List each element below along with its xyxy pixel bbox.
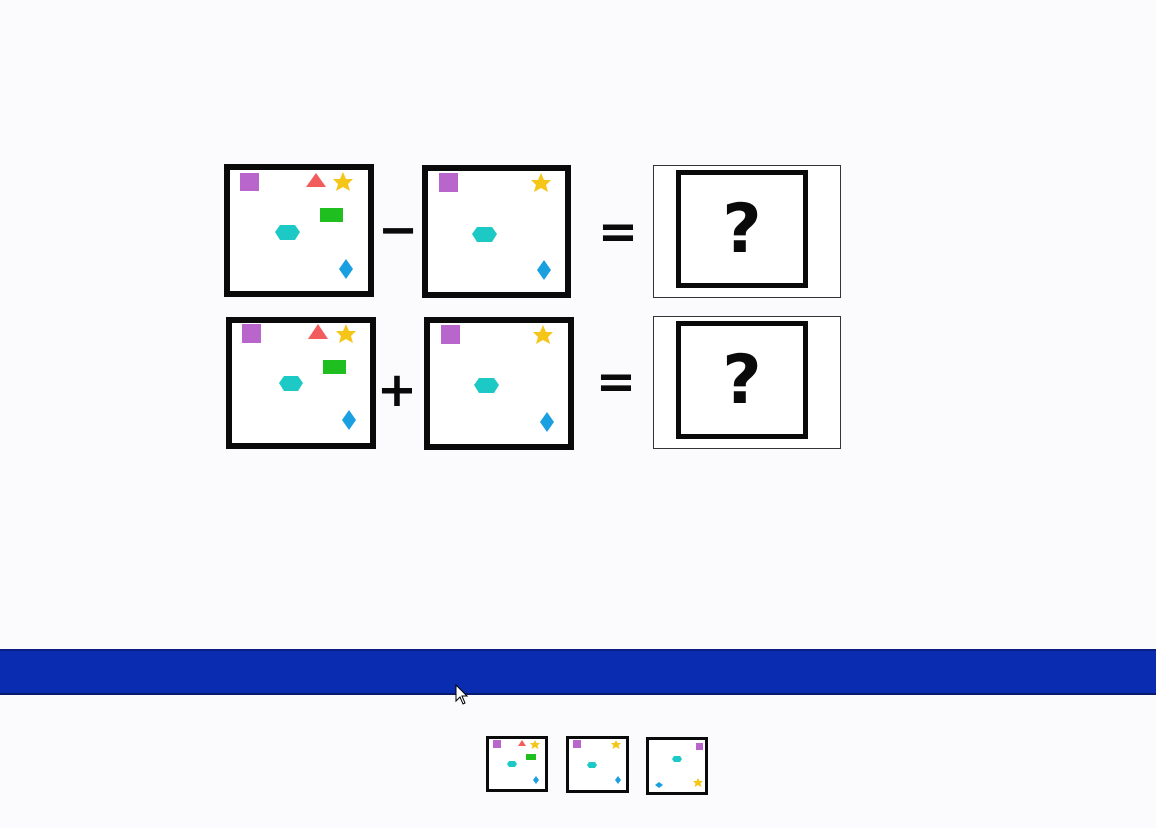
blue-diamond-icon: [533, 776, 539, 784]
blue-diamond-icon: [342, 410, 356, 430]
question-mark-box: ?: [676, 170, 808, 288]
purple-square-icon: [696, 743, 703, 750]
green-rectangle-icon: [323, 360, 346, 374]
cyan-hexagon-icon: [507, 761, 517, 767]
red-triangle-icon: [518, 740, 526, 746]
purple-square-icon: [573, 740, 581, 748]
cyan-hexagon-icon: [474, 378, 499, 393]
plus-operator: +: [376, 362, 418, 418]
equation-2-operand-b: [424, 317, 574, 450]
yellow-star-icon: [336, 324, 356, 343]
green-rectangle-icon: [526, 754, 536, 760]
equation-1-operand-b: [422, 165, 571, 298]
answer-slot-2[interactable]: ?: [653, 316, 841, 449]
purple-square-icon: [493, 740, 501, 748]
cyan-hexagon-icon: [279, 376, 303, 391]
equals-operator: =: [595, 354, 637, 410]
purple-square-icon: [242, 324, 261, 343]
shapes-layer: [493, 740, 540, 784]
cyan-hexagon-icon: [472, 227, 497, 242]
cyan-hexagon-icon: [275, 225, 300, 240]
yellow-star-icon: [531, 173, 551, 192]
red-triangle-icon: [308, 324, 328, 339]
shapes-layer: [573, 740, 621, 784]
question-mark: ?: [722, 340, 762, 420]
shapes-layer: [655, 743, 703, 788]
equation-1-operand-a: [224, 164, 374, 297]
cyan-hexagon-icon: [587, 762, 597, 768]
mouse-pointer-icon: [455, 684, 469, 705]
question-mark: ?: [722, 189, 762, 269]
purple-square-icon: [441, 325, 460, 344]
blue-diamond-icon: [615, 776, 621, 784]
answer-slot-1[interactable]: ?: [653, 165, 841, 298]
blue-diamond-icon: [655, 782, 663, 788]
minus-operator: −: [378, 202, 419, 258]
answer-choice-2[interactable]: [566, 736, 629, 793]
shapes-layer: [441, 325, 554, 432]
yellow-star-icon: [693, 778, 703, 787]
answer-choice-3[interactable]: [646, 737, 708, 795]
equation-2-operand-a: [226, 317, 376, 449]
shapes-layer: [240, 172, 353, 279]
purple-square-icon: [439, 173, 458, 192]
yellow-star-icon: [530, 740, 540, 749]
yellow-star-icon: [333, 172, 353, 191]
divider-bar: [0, 649, 1156, 695]
purple-square-icon: [240, 173, 259, 191]
green-rectangle-icon: [320, 208, 343, 222]
question-mark-box: ?: [676, 321, 808, 439]
yellow-star-icon: [611, 740, 621, 749]
cyan-hexagon-icon: [672, 756, 682, 762]
equals-operator: =: [597, 204, 639, 260]
blue-diamond-icon: [540, 412, 554, 432]
red-triangle-icon: [306, 173, 326, 187]
blue-diamond-icon: [339, 259, 353, 279]
shapes-layer: [242, 324, 356, 430]
answer-choice-1[interactable]: [486, 736, 548, 792]
shapes-layer: [439, 173, 551, 280]
yellow-star-icon: [533, 325, 553, 344]
blue-diamond-icon: [537, 260, 551, 280]
